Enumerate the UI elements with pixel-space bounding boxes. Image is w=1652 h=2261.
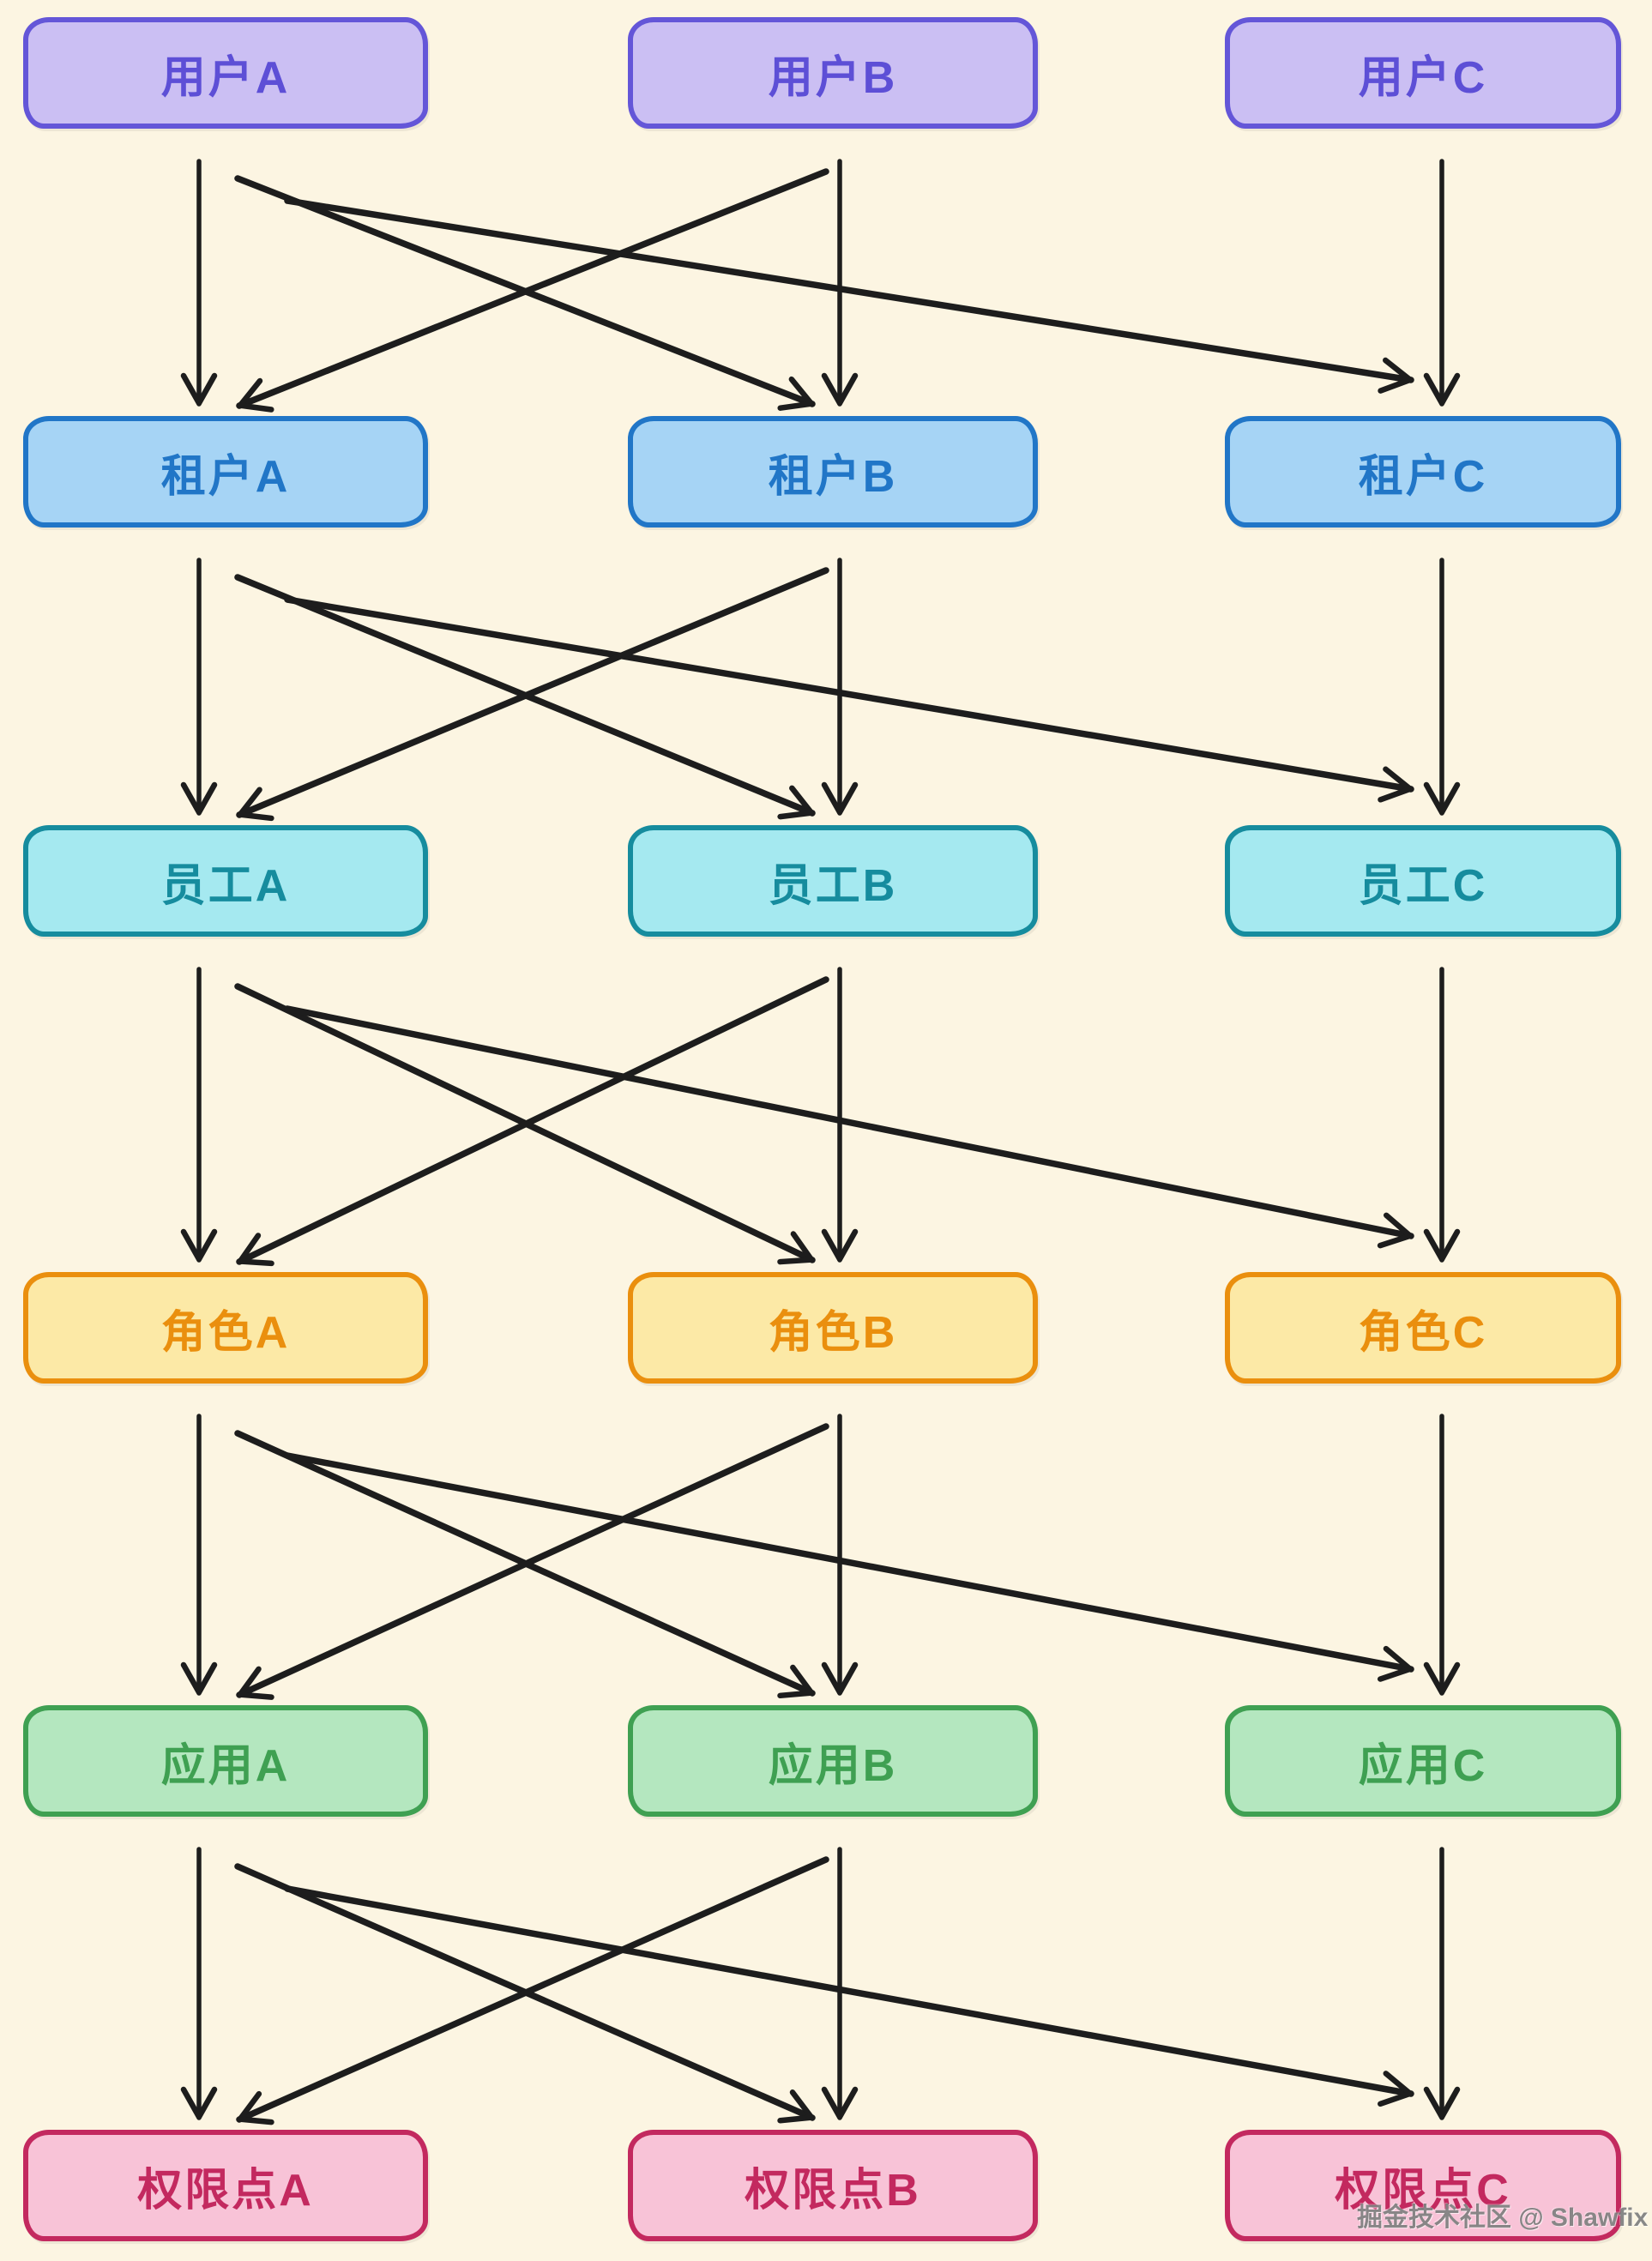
node-tenant-c: 租户C xyxy=(1225,416,1621,528)
watermark: 掘金技术社区 @ Shawfix xyxy=(1357,2204,1649,2232)
node-role-a: 角色A xyxy=(23,1272,428,1384)
node-tenant-a: 租户A xyxy=(23,416,428,528)
node-permission-a: 权限点A xyxy=(23,2130,428,2241)
node-app-c: 应用C xyxy=(1225,1705,1621,1817)
node-employee-a: 员工A xyxy=(23,825,428,937)
node-user-a: 用户A xyxy=(23,17,428,129)
node-user-b: 用户B xyxy=(628,17,1038,129)
node-permission-b: 权限点B xyxy=(628,2130,1038,2241)
node-role-b: 角色B xyxy=(628,1272,1038,1384)
node-tenant-b: 租户B xyxy=(628,416,1038,528)
arrow-tenant-a-to-employee-c xyxy=(284,596,1414,803)
arrow-employee-b-to-role-a xyxy=(236,976,829,1267)
node-employee-c: 员工C xyxy=(1225,825,1621,937)
arrow-role-b-to-app-a xyxy=(236,1423,829,1700)
arrow-employee-a-to-role-c xyxy=(284,1005,1414,1249)
node-app-a: 应用A xyxy=(23,1705,428,1817)
arrow-app-a-to-permission-c xyxy=(284,1885,1414,2107)
node-app-b: 应用B xyxy=(628,1705,1038,1817)
arrow-app-b-to-permission-a xyxy=(236,1856,829,2125)
arrow-role-a-to-app-c xyxy=(284,1452,1414,1682)
arrow-tenant-b-to-employee-a xyxy=(236,567,829,822)
arrow-user-b-to-tenant-a xyxy=(236,168,829,413)
node-permission-c: 权限点C xyxy=(1225,2130,1621,2241)
node-role-c: 角色C xyxy=(1225,1272,1621,1384)
arrow-user-a-to-tenant-c xyxy=(284,197,1414,394)
node-user-c: 用户C xyxy=(1225,17,1621,129)
node-employee-b: 员工B xyxy=(628,825,1038,937)
